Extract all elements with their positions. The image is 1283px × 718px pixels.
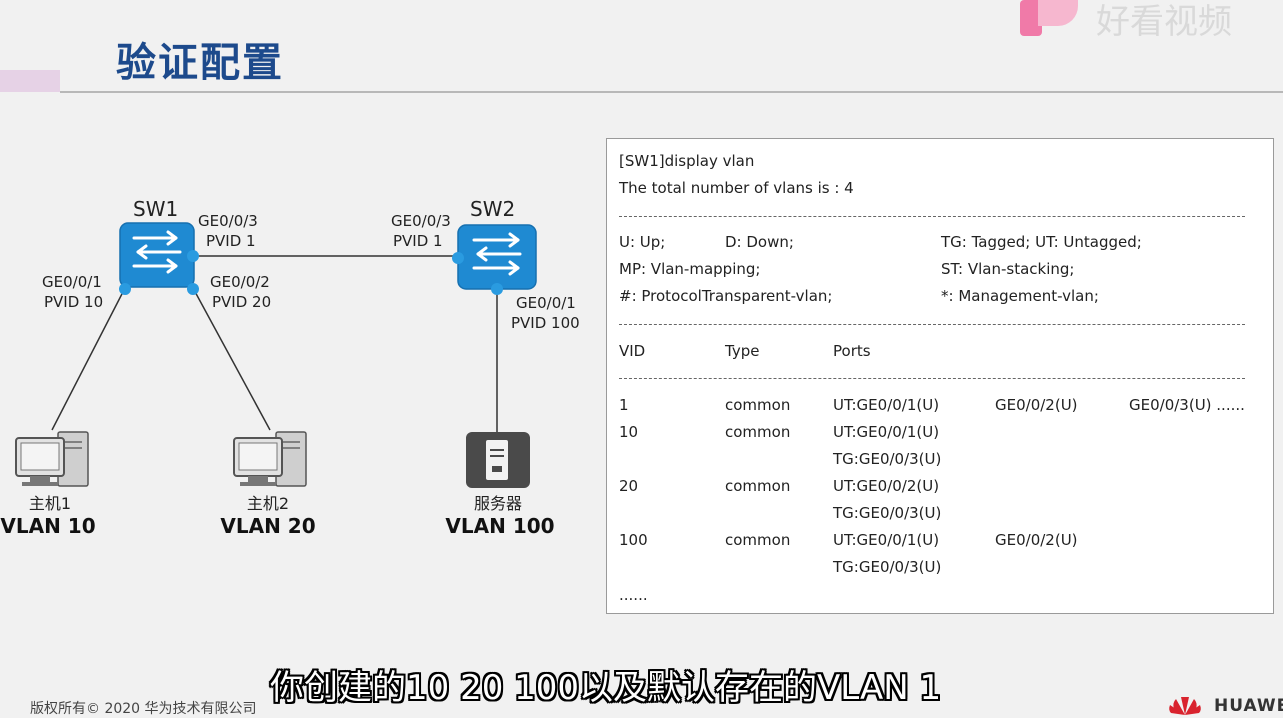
sw1-ge003-pvid: PVID 1 [206,232,256,250]
port-dot-sw1-ge001 [119,283,131,295]
server-label: 服务器 [473,494,522,513]
sw1-ge001-label: GE0/0/1 [42,273,102,291]
header-vid: VID [619,342,646,360]
row-port: TG:GE0/0/3(U) [833,450,942,468]
port-dot-sw2-ge001 [491,283,503,295]
row-type: common [725,477,791,495]
legend-item: TG: Tagged; UT: Untagged; [941,233,1142,251]
row-vid: 10 [619,423,639,441]
copyright-text: 版权所有© 2020 华为技术有限公司 [30,701,257,717]
host1-vlan: VLAN 10 [0,514,96,538]
row-type: common [725,423,791,441]
link-sw1-host1 [51,287,126,431]
pc-icon-host2 [233,431,307,487]
row-port: UT:GE0/0/2(U) [833,477,940,495]
network-diagram [15,222,537,488]
sw1-ge002-pvid: PVID 20 [212,293,272,311]
sw2-ge001-pvid: PVID 100 [511,314,580,332]
sw2-label: SW2 [470,197,516,221]
huawei-brand-text: HUAWEI [1214,696,1283,716]
console-divider [619,378,1245,379]
legend-item: *: Management-vlan; [941,287,1099,305]
sw1-ge001-pvid: PVID 10 [44,293,104,311]
row-port: UT:GE0/0/1(U) [833,531,940,549]
title-accent-bar [0,70,60,92]
sw2-ge001-label: GE0/0/1 [516,294,576,312]
link-sw1-host2 [192,287,271,431]
row-port: TG:GE0/0/3(U) [833,558,942,576]
console-divider [619,324,1245,325]
server-icon [466,432,530,488]
port-dot-sw1-ge002 [187,283,199,295]
sw2-ge003-pvid: PVID 1 [393,232,443,250]
sw1-ge003-label: GE0/0/3 [198,212,258,230]
row-port: GE0/0/2(U) [995,531,1078,549]
header-ports: Ports [833,342,871,360]
console-total: The total number of vlans is : 4 [619,179,854,197]
row-vid: 1 [619,396,629,414]
video-watermark: 好看视频 [1020,0,1283,42]
row-port: UT:GE0/0/1(U) [833,396,940,414]
sw1-label: SW1 [133,197,179,221]
slide-title: 验证配置 [116,40,284,86]
port-dot-sw2-ge003 [452,252,464,264]
legend-item: ST: Vlan-stacking; [941,260,1075,278]
host1-label: 主机1 [28,494,72,513]
host2-label: 主机2 [246,494,290,513]
switch-icon-sw1 [119,222,195,288]
row-port: UT:GE0/0/1(U) [833,423,940,441]
video-subtitle: 你创建的10 20 100以及默认存在的VLAN 1 [270,668,942,708]
legend-item: MP: Vlan-mapping; [619,260,761,278]
row-port: GE0/0/3(U) ...... [1129,396,1245,414]
row-port: TG:GE0/0/3(U) [833,504,942,522]
sw1-ge002-label: GE0/0/2 [210,273,270,291]
row-vid: 100 [619,531,648,549]
row-port: GE0/0/2(U) [995,396,1078,414]
title-bar: 验证配置 [0,0,1283,93]
console-output: [SW1]display vlan The total number of vl… [606,138,1274,614]
console-divider [619,216,1245,217]
pc-icon-host1 [15,431,89,487]
row-vid: 20 [619,477,639,495]
host2-vlan: VLAN 20 [220,514,316,538]
title-divider [60,91,1283,93]
port-dot-sw1-ge003 [187,250,199,262]
legend-item: D: Down; [725,233,794,251]
row-type: common [725,531,791,549]
console-ellipsis: ...... [619,586,648,604]
sw2-ge003-label: GE0/0/3 [391,212,451,230]
huawei-logo: HUAWEI [1168,695,1283,717]
server-vlan: VLAN 100 [445,514,555,538]
legend-item: #: ProtocolTransparent-vlan; [619,287,833,305]
row-type: common [725,396,791,414]
switch-icon-sw2 [457,224,537,290]
legend-item: U: Up; [619,233,666,251]
huawei-flower-icon [1169,697,1201,715]
watermark-text: 好看视频 [1096,2,1232,42]
console-command: [SW1]display vlan [619,152,755,170]
watermark-logo-icon [1020,0,1080,36]
header-type: Type [725,342,760,360]
